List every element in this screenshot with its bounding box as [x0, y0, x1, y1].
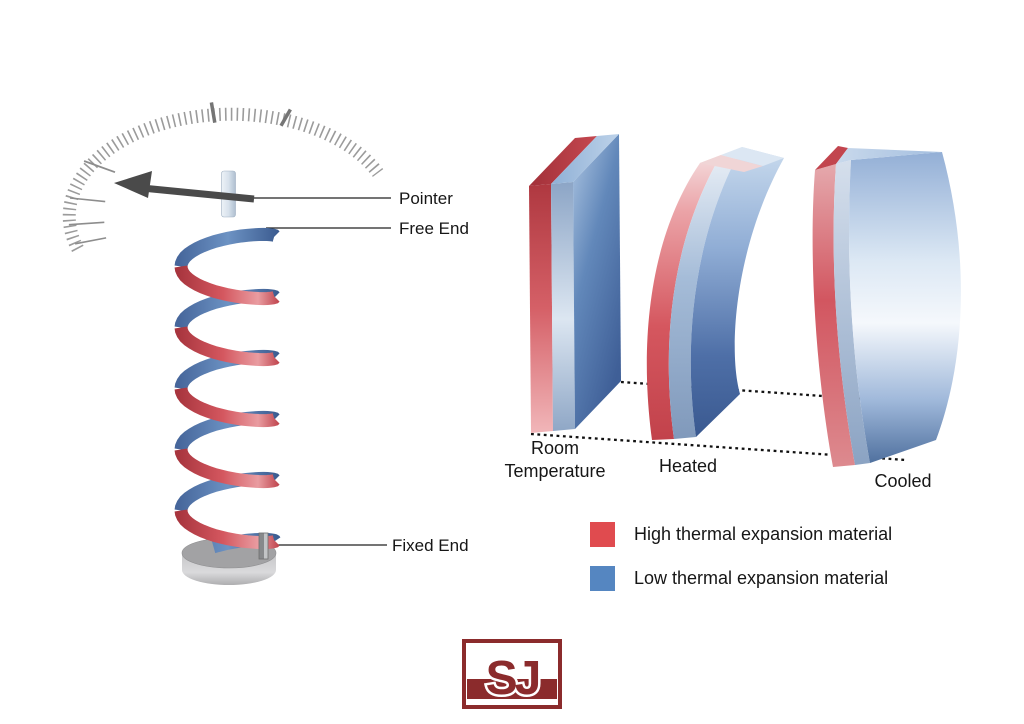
dial-major-tick — [279, 108, 292, 127]
dial-major-tick — [209, 102, 217, 123]
coil-strand-high-expansion — [174, 387, 280, 428]
coil-strand-high-expansion — [174, 265, 280, 306]
room-red-layer — [529, 184, 553, 433]
cooled-top-red — [815, 146, 848, 170]
heated-top-blue — [721, 147, 784, 166]
room-side-face — [573, 134, 621, 429]
dial-major-tick — [83, 160, 116, 174]
fixed-end-tab — [258, 532, 269, 560]
heated-red-layer — [646, 155, 721, 440]
legend-item-high-expansion: High thermal expansion material — [590, 522, 892, 547]
heated-steel-layer — [668, 147, 742, 439]
pointer-arrow — [114, 171, 255, 203]
state-label-cooled: Cooled — [874, 471, 932, 491]
state-label-heated: Heated — [658, 456, 718, 476]
logo-bar — [467, 679, 557, 699]
legend-swatch-high-expansion — [590, 522, 615, 547]
fixed-end-label: Fixed End — [392, 536, 469, 555]
legend-swatch-low-expansion — [590, 566, 615, 591]
cooled-top-blue — [836, 148, 942, 164]
strip-heated — [646, 147, 784, 440]
heated-top-red — [700, 155, 763, 172]
logo-text: SJ — [486, 652, 539, 705]
dial-major-tick — [69, 197, 106, 203]
dial-major-tick — [74, 237, 107, 245]
legend-label-high-expansion: High thermal expansion material — [634, 524, 893, 544]
cooled-steel-layer — [833, 160, 870, 465]
bimetallic-coil — [174, 227, 281, 554]
room-top-blue — [551, 134, 619, 184]
dial-scale — [62, 102, 384, 252]
strip-cooled — [812, 146, 961, 467]
logo-graphic: SJ — [483, 650, 544, 706]
cooled-side-face — [849, 152, 961, 463]
logo-box: SJ — [462, 639, 562, 709]
strip-diagram — [529, 134, 961, 467]
room-steel-layer — [551, 182, 575, 431]
dial-major-tick — [68, 221, 105, 226]
cooled-red-layer — [812, 164, 855, 467]
coil-strand-low-expansion — [174, 227, 280, 268]
room-top-red — [529, 136, 597, 186]
legend-item-low-expansion: Low thermal expansion material — [590, 566, 888, 591]
legend-label-low-expansion: Low thermal expansion material — [634, 568, 889, 588]
pointer-label: Pointer — [399, 189, 453, 208]
coil-strand-high-expansion — [174, 448, 280, 489]
leader-lines — [252, 197, 391, 546]
strip-room-temperature — [529, 134, 621, 433]
free-end-label: Free End — [399, 219, 469, 238]
state-label-room-temperature: Room Temperature — [504, 438, 606, 482]
heated-side-face — [690, 147, 784, 437]
dial-major-ticks — [68, 102, 292, 245]
coil-strand-high-expansion — [174, 326, 280, 367]
coil-strand-high-expansion — [174, 509, 280, 550]
baseline-dotted-front — [530, 432, 907, 462]
